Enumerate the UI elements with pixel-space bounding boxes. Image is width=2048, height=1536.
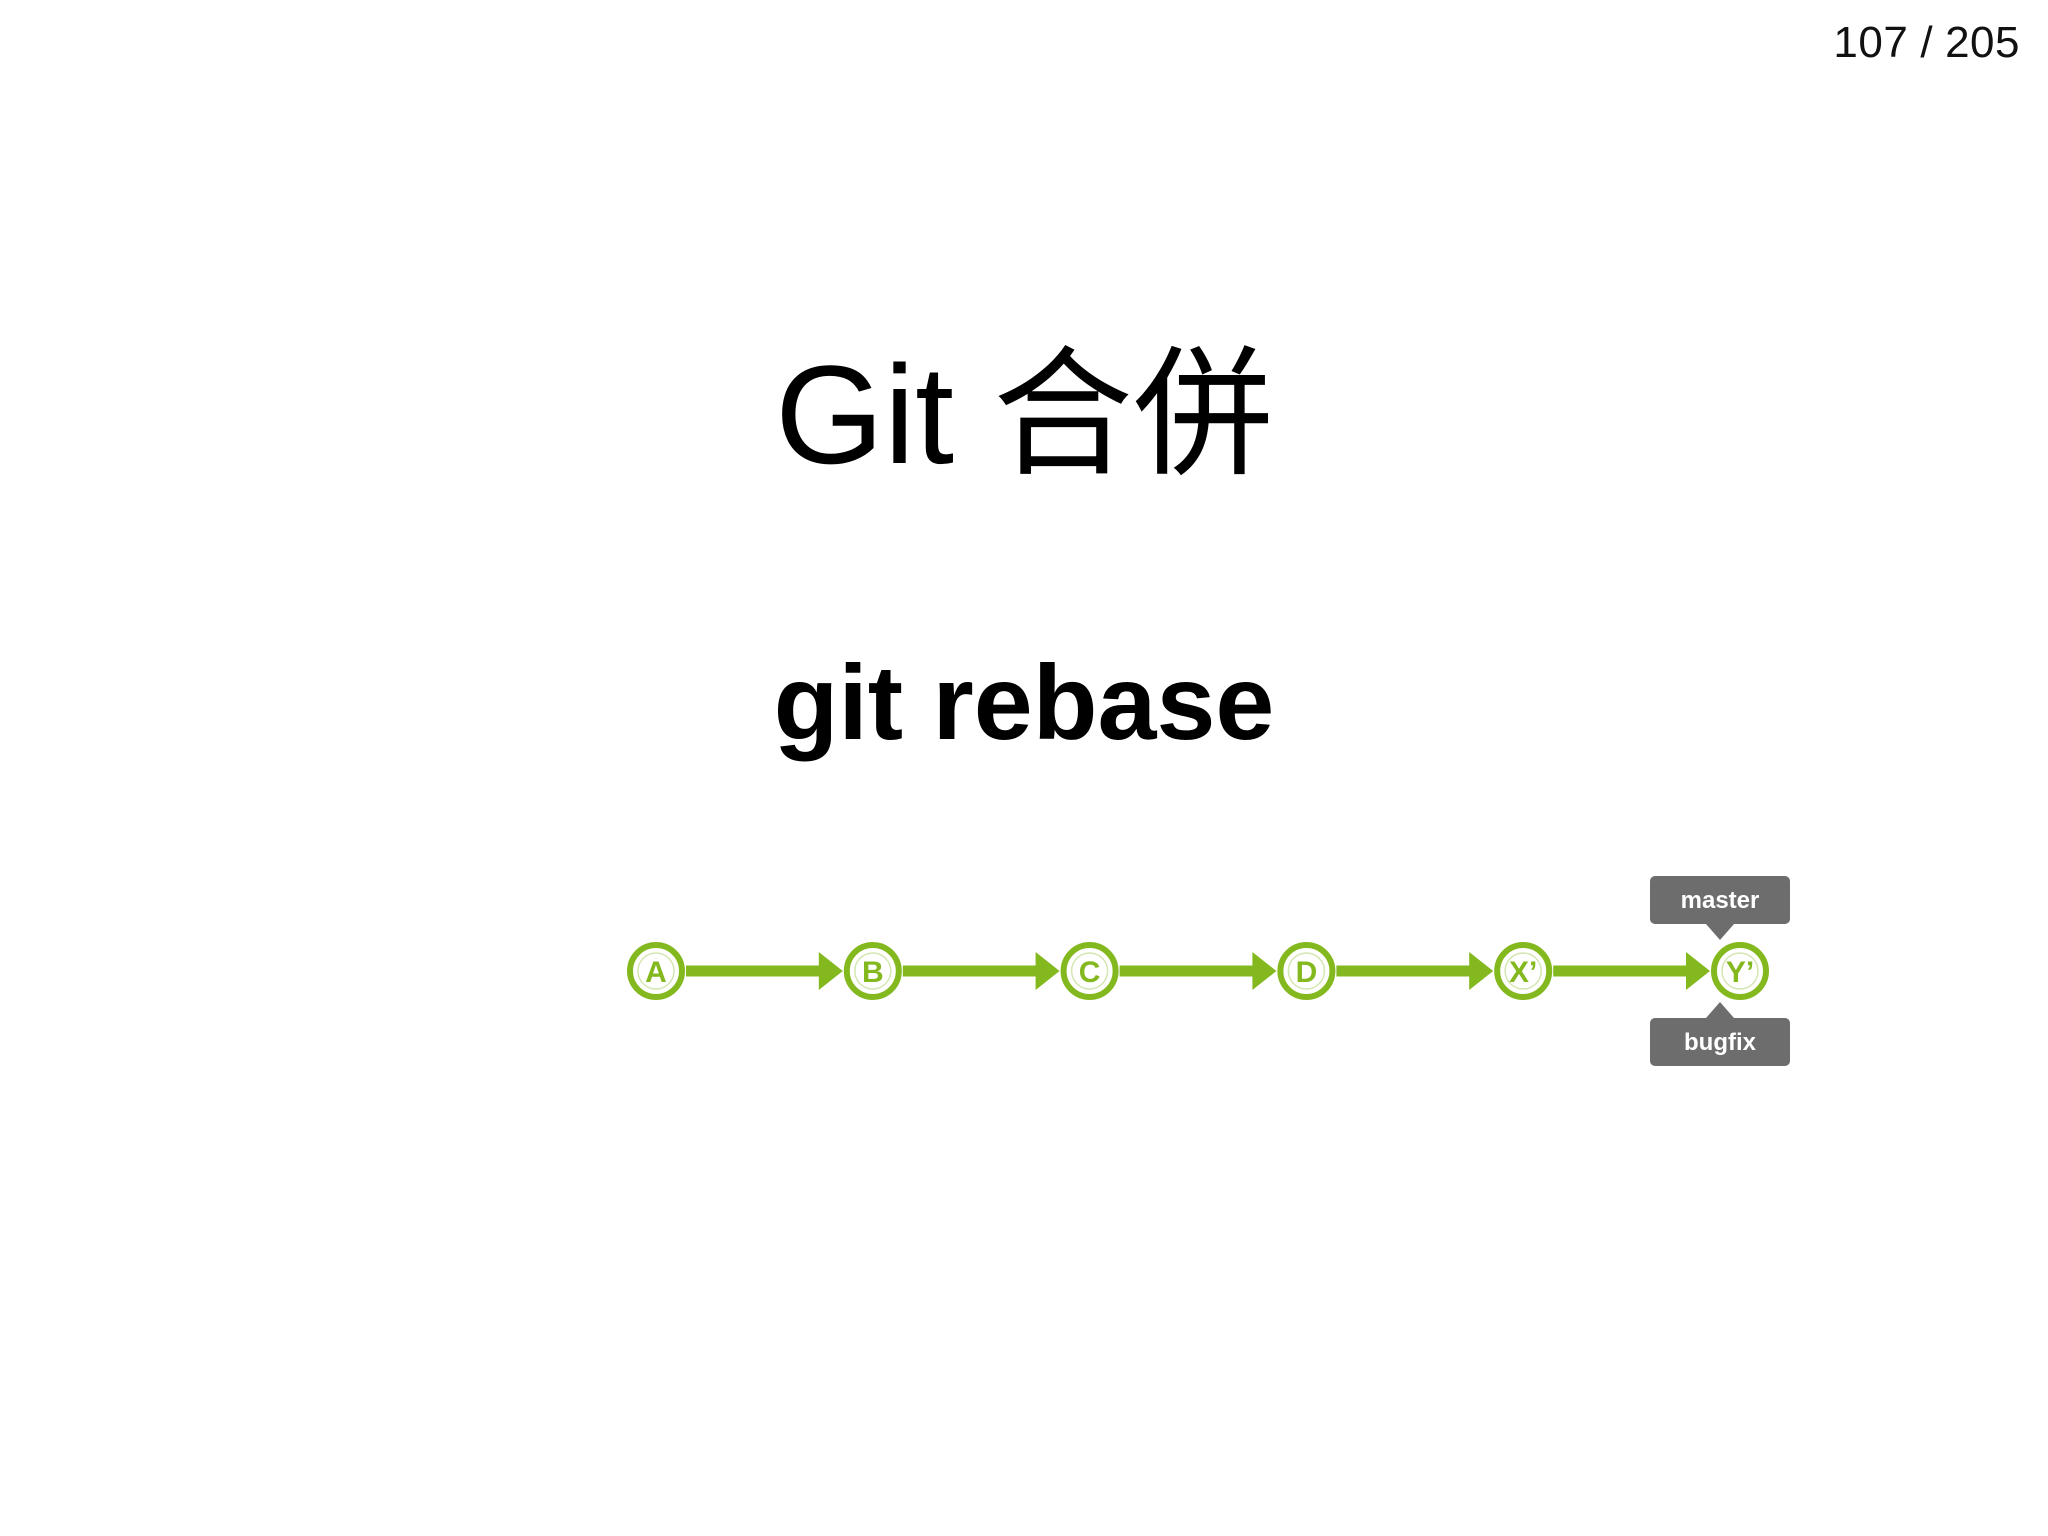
commit-arrowhead [1686,952,1710,990]
commit-arrowhead [1469,952,1494,990]
commit-edges [686,952,1710,990]
commit-node: X’ [1494,942,1553,1000]
page-separator: / [1920,18,1934,67]
tag-master-label: master [1681,887,1760,914]
commit-arrowhead [818,952,843,990]
commit-node: C [1060,942,1119,1000]
commit-nodes: A B C D X’ Y’ [627,942,1769,1000]
commit-node: Y’ [1711,942,1769,1000]
commit-label: A [645,956,667,989]
commit-graph: A B C D X’ Y’ master bugfix [627,876,1790,1066]
tag-master: master [1650,876,1790,940]
page-counter: 107/205 [1833,18,2020,68]
commit-label: B [862,956,884,989]
commit-label: D [1296,956,1318,989]
commit-label: X’ [1509,956,1537,989]
page-current: 107 [1833,18,1909,67]
commit-label: Y’ [1726,956,1754,989]
commit-arrowhead [1035,952,1060,990]
slide-title: Git 合併 [775,336,1273,493]
commit-node: D [1277,942,1336,1000]
commit-node: A [627,942,685,1000]
commit-label: C [1079,956,1101,989]
page-total: 205 [1945,18,2020,67]
commit-node: B [843,942,902,1000]
commit-arrowhead [1252,952,1277,990]
tag-bugfix-label: bugfix [1684,1029,1757,1056]
slide-subtitle: git rebase [773,644,1275,762]
tag-bugfix: bugfix [1650,1002,1790,1066]
